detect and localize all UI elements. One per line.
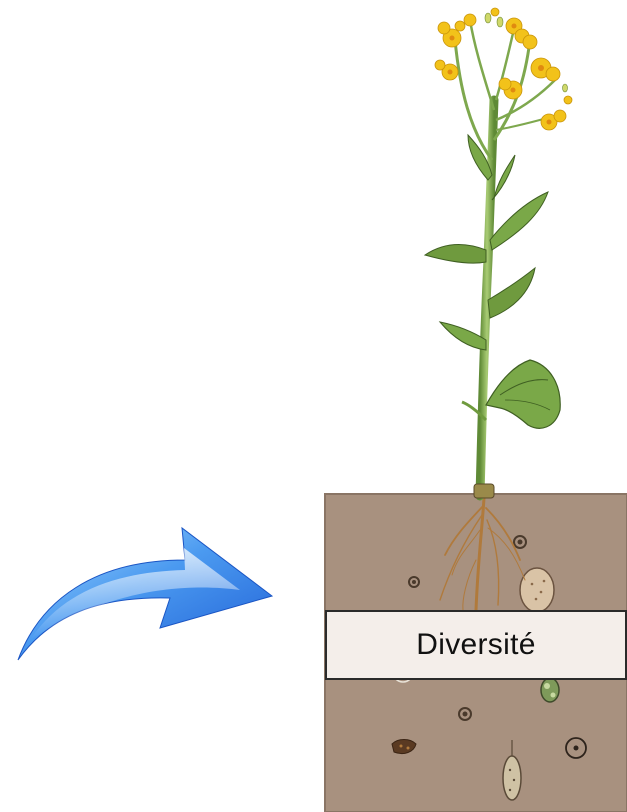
diversity-label: Diversité	[416, 628, 535, 662]
rapeseed-plant-illustration	[425, 8, 572, 498]
curved-arrow-icon	[18, 528, 272, 660]
diversity-label-box: Diversité	[325, 610, 627, 680]
